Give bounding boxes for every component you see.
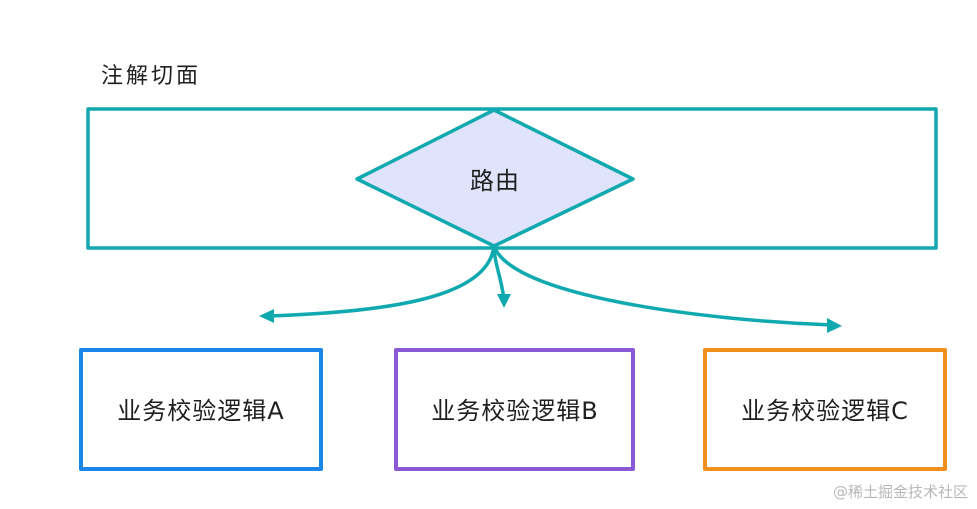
router-label: 路由 (470, 167, 520, 195)
branch-box-a: 业务校验逻辑A (79, 348, 323, 471)
arrowhead-a (259, 309, 274, 323)
arrowhead-c (827, 318, 842, 333)
branch-c-border (703, 348, 947, 471)
arrow-to-branch-c (492, 244, 834, 327)
branch-b-label: 业务校验逻辑B (431, 397, 598, 425)
branch-arrows (266, 244, 834, 327)
branch-c-label: 业务校验逻辑C (741, 397, 909, 425)
aspect-container (86, 107, 938, 250)
arrowheads (259, 294, 842, 333)
watermark-text: @稀土掘金技术社区 (833, 483, 968, 501)
branch-b-border (394, 348, 635, 471)
branch-a-border (79, 348, 323, 471)
branch-a-label: 业务校验逻辑A (117, 397, 284, 425)
branch-box-c: 业务校验逻辑C (703, 348, 947, 471)
aspect-section-title: 注解切面 (101, 64, 201, 89)
arrow-to-branch-a (266, 244, 496, 318)
branch-box-b: 业务校验逻辑B (394, 348, 635, 471)
arrowhead-b (497, 294, 511, 308)
